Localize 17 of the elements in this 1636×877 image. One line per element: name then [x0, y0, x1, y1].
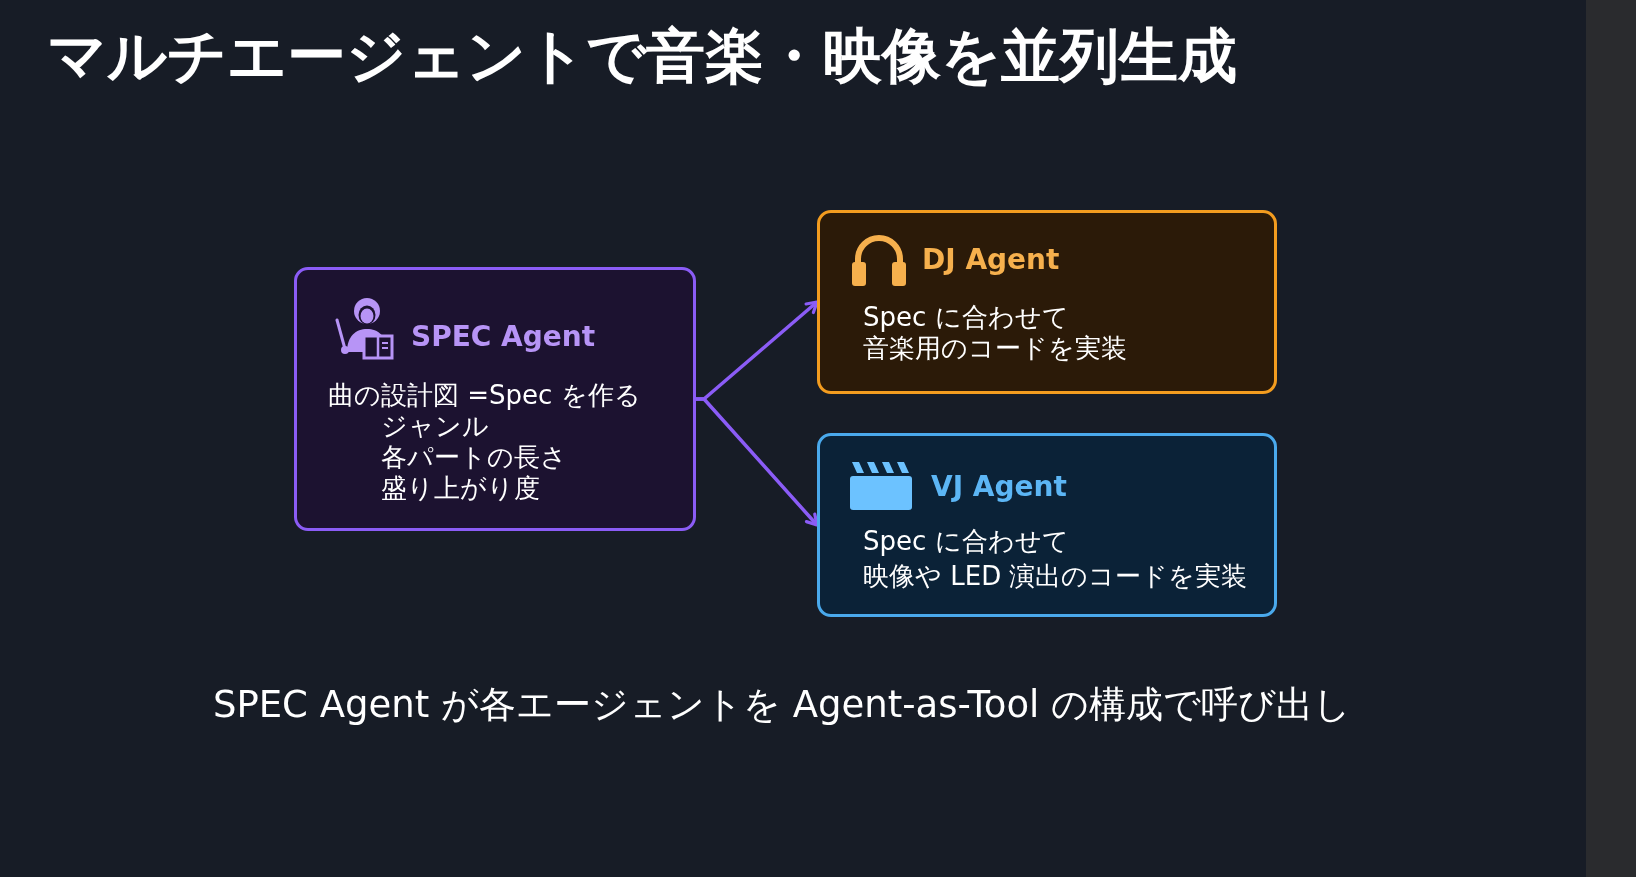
list-item: 各パートの長さ [380, 442, 568, 473]
description-text: 曲の設計図 =Spec を作る [328, 380, 641, 411]
agent-name: SPEC Agent [411, 319, 596, 355]
description-text: Spec に合わせて [863, 302, 1070, 333]
list-item: ジャンル [380, 411, 490, 442]
caption: SPEC Agent が各エージェントを Agent-as-Tool の構成で呼び出し [211, 683, 1353, 727]
agent-card [817, 210, 1277, 394]
slide-title: マルチエージェントで音楽・映像を並列生成 [47, 20, 1237, 92]
description-text: 映像や LED 演出のコードを実装 [863, 560, 1248, 593]
description-text: Spec に合わせて [863, 525, 1070, 558]
agent-card [294, 267, 696, 531]
arrow [696, 397, 819, 527]
agent-card [817, 433, 1277, 617]
description-text: 音楽用のコードを実装 [863, 333, 1127, 364]
agent-name: DJ Agent [922, 242, 1060, 278]
list-item: 盛り上がり度 [380, 473, 541, 504]
agent-name: VJ Agent [931, 469, 1067, 505]
